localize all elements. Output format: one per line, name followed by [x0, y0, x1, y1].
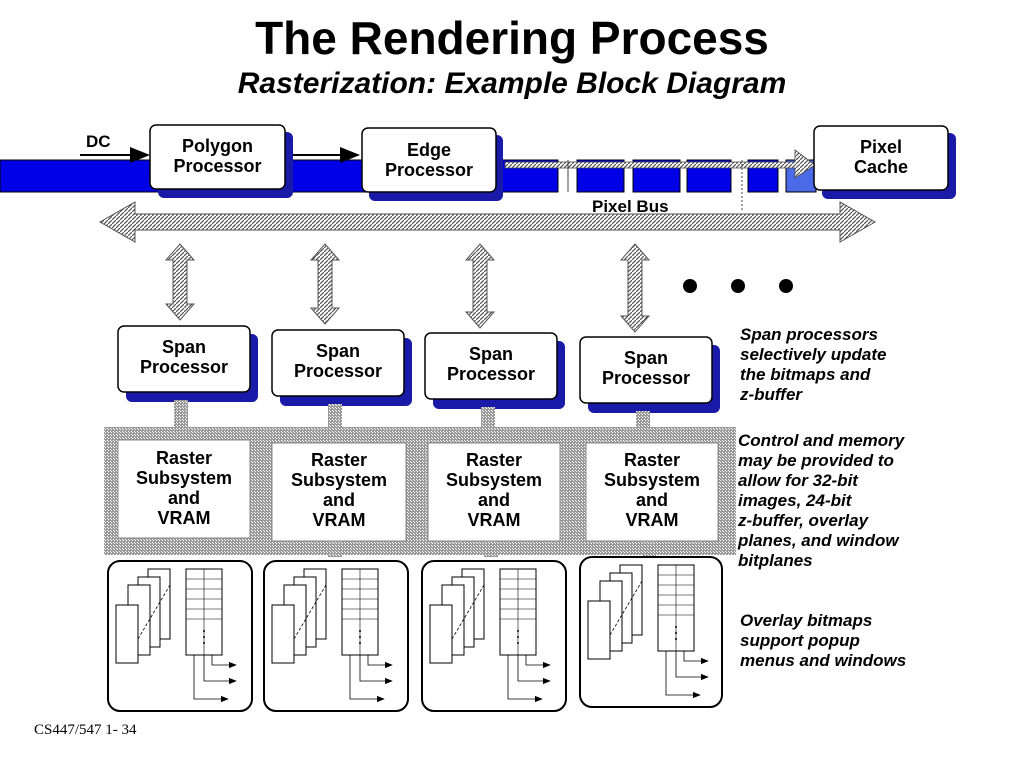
span-processor-note: Span processors selectively update the b… [740, 325, 887, 404]
depth-link [137, 584, 171, 640]
ellipsis-dots [683, 279, 793, 293]
row-dot [203, 630, 205, 632]
overlay-note: Overlay bitmaps support popup menus and … [740, 611, 907, 670]
span-processor-column [117, 325, 720, 557]
slide-subtitle: Rasterization: Example Block Diagram [237, 67, 787, 100]
row-dot [359, 630, 361, 632]
edge-processor-box [361, 127, 503, 201]
output-signal [507, 655, 543, 703]
pixel-cache-label: Pixel Cache [853, 137, 909, 177]
span-stem [481, 407, 495, 443]
bus-connector-arrow [164, 243, 196, 321]
pixel-cache-box [813, 125, 956, 199]
raster-stem [642, 541, 656, 557]
row-dot [359, 636, 361, 638]
span-processor-box [271, 329, 405, 397]
row-dot [203, 636, 205, 638]
raster-subsystem-box [117, 439, 251, 539]
span-stem [328, 404, 342, 443]
pixel-bus-label: Pixel Bus [592, 197, 669, 216]
bus-connectors [164, 243, 651, 333]
span-processor-box [579, 336, 713, 404]
raster-subsystem-label: Raster Subsystem and VRAM [290, 450, 388, 530]
span-processor-box [424, 332, 558, 400]
row-dot [675, 638, 677, 640]
edge-processor-label: Edge Processor [384, 140, 474, 180]
bus-fade-arrow [504, 149, 816, 210]
output-signal [517, 655, 551, 685]
bus-connector-arrow [464, 243, 496, 329]
bus-connector-arrow [309, 243, 341, 325]
output-signal [525, 655, 551, 669]
row-dot [517, 636, 519, 638]
raster-subsystem-label: Raster Subsystem and VRAM [445, 450, 543, 530]
polygon-processor-label: Polygon Processor [173, 136, 262, 176]
row-dot [675, 626, 677, 628]
row-dot [203, 642, 205, 644]
output-signal [349, 655, 385, 703]
polygon-processor-box [149, 124, 293, 198]
span-processor-label: Span Processor [139, 337, 229, 377]
raster-stem [328, 541, 342, 557]
row-dot [517, 642, 519, 644]
pixel-bus [98, 201, 877, 243]
bitmap-memory-diagram [263, 560, 409, 712]
overlay-plane [429, 604, 453, 664]
slide-footer: CS447/547 1- 34 [34, 722, 137, 738]
raster-subsystem-box [271, 442, 407, 542]
row-dot [675, 632, 677, 634]
bitmap-memory-diagram [107, 560, 253, 712]
output-signal [683, 651, 709, 665]
memory-note: Control and memory may be provided to al… [738, 431, 905, 570]
span-processor-label: Span Processor [293, 341, 383, 381]
output-signal [665, 651, 701, 699]
raster-stem [174, 538, 188, 554]
output-signal [211, 655, 237, 669]
output-signal [203, 655, 237, 685]
raster-subsystem-box [585, 442, 719, 542]
overlay-plane [115, 604, 139, 664]
output-signal [675, 651, 709, 681]
overlay-plane [587, 600, 611, 660]
raster-subsystem-box [427, 442, 561, 542]
bitmap-memory-diagram [579, 556, 723, 708]
depth-link [451, 584, 485, 640]
output-signal [193, 655, 229, 703]
raster-stem [484, 541, 498, 557]
memory-diagram-column [107, 556, 723, 712]
depth-link [609, 580, 643, 636]
row-dot [359, 642, 361, 644]
span-stem [174, 400, 188, 440]
dc-label: DC [86, 132, 111, 151]
overlay-plane [271, 604, 295, 664]
bus-connector-arrow [619, 243, 651, 333]
row-dot [517, 630, 519, 632]
raster-subsystem-label: Raster Subsystem and VRAM [603, 450, 701, 530]
slide-title: The Rendering Process [255, 12, 769, 64]
span-processor-box [117, 325, 251, 393]
span-stem [636, 411, 650, 443]
raster-subsystem-label: Raster Subsystem and VRAM [135, 448, 233, 528]
depth-link [293, 584, 327, 640]
output-signal [359, 655, 393, 685]
output-signal [367, 655, 393, 669]
span-processor-label: Span Processor [446, 344, 536, 384]
bitmap-memory-diagram [421, 560, 567, 712]
span-processor-label: Span Processor [601, 348, 691, 388]
